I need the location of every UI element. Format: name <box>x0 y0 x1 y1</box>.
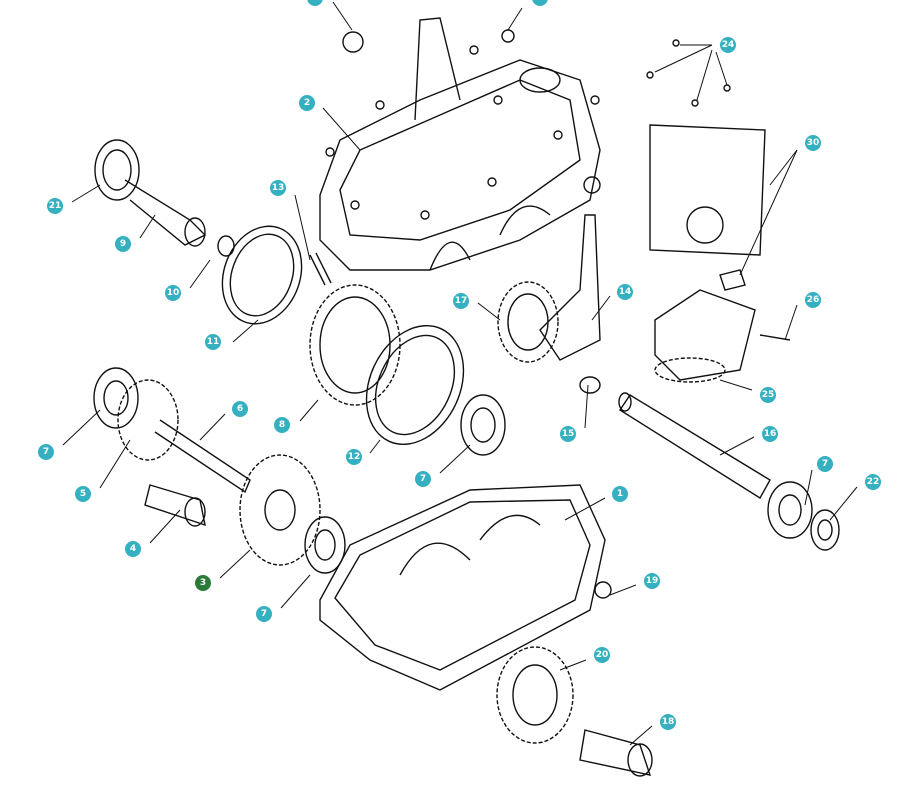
callout-8[interactable]: 8 <box>274 417 290 433</box>
callout-26[interactable]: 26 <box>805 292 821 308</box>
cover-plate <box>539 124 791 381</box>
callout-18[interactable]: 18 <box>660 714 676 730</box>
bearings <box>93 367 840 574</box>
callout-12[interactable]: 12 <box>346 449 362 465</box>
callout-7[interactable]: 7 <box>256 606 272 622</box>
callout-25[interactable]: 25 <box>760 387 776 403</box>
callout-5[interactable]: 5 <box>75 486 91 502</box>
seals <box>221 225 465 446</box>
callout-20[interactable]: 20 <box>594 647 610 663</box>
screws <box>325 29 731 220</box>
shafts <box>144 392 771 777</box>
leader-lines <box>62 1 858 746</box>
callout-4[interactable]: 4 <box>125 541 141 557</box>
callout-14[interactable]: 14 <box>617 284 633 300</box>
callout-7[interactable]: 7 <box>38 444 54 460</box>
callout-9[interactable]: 9 <box>115 236 131 252</box>
callout-7[interactable]: 7 <box>415 471 431 487</box>
callout-21[interactable]: 21 <box>47 198 63 214</box>
callout-6[interactable]: 6 <box>232 401 248 417</box>
callout-3-highlighted[interactable]: 3 <box>195 575 211 591</box>
callout-10[interactable]: 10 <box>165 285 181 301</box>
callout-11[interactable]: 11 <box>205 334 221 350</box>
callout-16[interactable]: 16 <box>762 426 778 442</box>
callout-22[interactable]: 22 <box>865 474 881 490</box>
callout-30[interactable]: 30 <box>805 135 821 151</box>
input-shaft <box>94 139 235 257</box>
lower-housing <box>319 484 612 691</box>
callout-17[interactable]: 17 <box>453 293 469 309</box>
callout-23[interactable]: 23 <box>307 0 323 6</box>
callout-24[interactable]: 24 <box>720 37 736 53</box>
callout-15[interactable]: 15 <box>560 426 576 442</box>
callout-13[interactable]: 13 <box>270 180 286 196</box>
callout-2[interactable]: 2 <box>299 95 315 111</box>
gears <box>117 281 726 744</box>
callout-1[interactable]: 1 <box>612 486 628 502</box>
callout-27[interactable]: 27 <box>532 0 548 6</box>
top-cover <box>319 17 601 271</box>
callout-19[interactable]: 19 <box>644 573 660 589</box>
callout-7[interactable]: 7 <box>817 456 833 472</box>
